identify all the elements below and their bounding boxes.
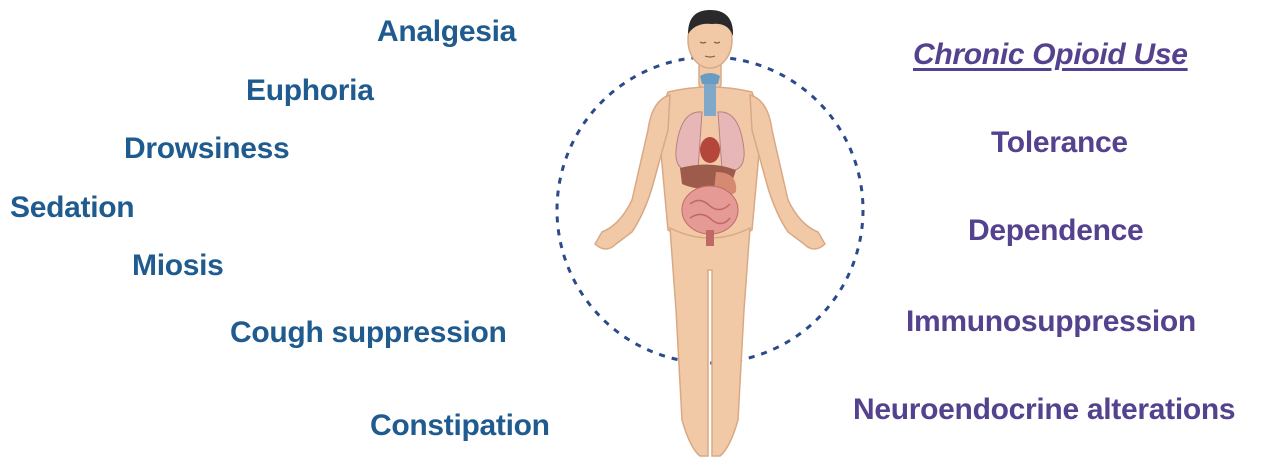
- chronic-use-heading: Chronic Opioid Use: [913, 37, 1188, 73]
- acute-effect-drowsiness: Drowsiness: [124, 131, 289, 167]
- acute-effect-constipation: Constipation: [370, 408, 550, 444]
- human-body-icon: [540, 0, 880, 464]
- chronic-effect-tolerance: Tolerance: [991, 125, 1128, 161]
- chronic-effect-dependence: Dependence: [968, 213, 1143, 249]
- chronic-effect-immunosuppression: Immunosuppression: [906, 304, 1196, 340]
- acute-effect-miosis: Miosis: [132, 248, 224, 284]
- acute-effect-sedation: Sedation: [10, 190, 134, 226]
- chronic-effect-neuroendocrine-alterations: Neuroendocrine alterations: [853, 392, 1235, 428]
- acute-effect-analgesia: Analgesia: [377, 14, 516, 50]
- acute-effect-cough-suppression: Cough suppression: [230, 315, 507, 351]
- acute-effect-euphoria: Euphoria: [246, 73, 374, 109]
